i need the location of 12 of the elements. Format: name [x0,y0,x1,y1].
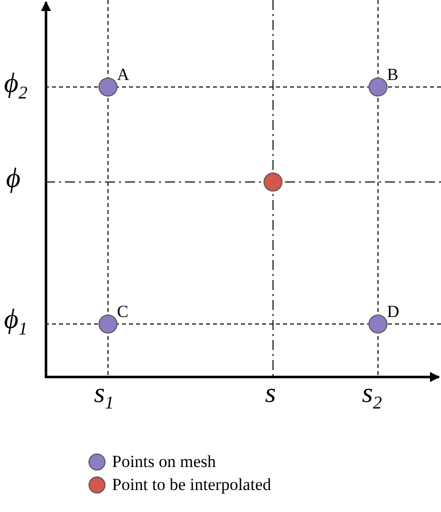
axis-label: ϕ [6,165,20,193]
point-label: B [387,66,398,83]
axis-label: s$_{2}$ [362,380,382,412]
axis-label: ϕ$_{1}$ [4,306,28,338]
axis-label: s$_{1}$ [94,380,114,412]
legend-label: Points on mesh [112,453,216,470]
axis-label: s [265,380,276,408]
point-label: A [117,66,130,83]
legend-label: Point to be interpolated [112,476,272,493]
point-label: C [117,303,128,320]
point-label: D [387,303,400,320]
axis-label: ϕ$_{2}$ [4,70,28,102]
